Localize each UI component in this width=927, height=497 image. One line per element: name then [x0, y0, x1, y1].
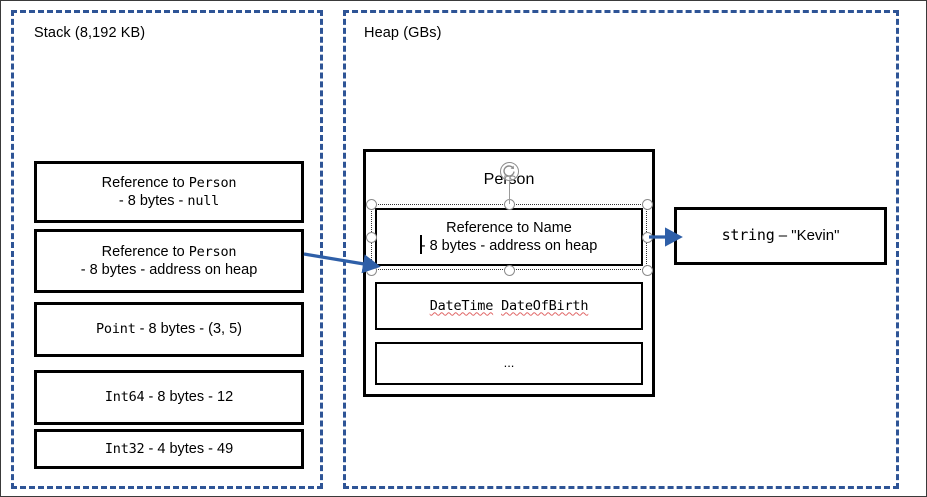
- heap-string-object[interactable]: string – "Kevin": [674, 207, 887, 265]
- heap-field-ellipsis-text: ...: [503, 355, 515, 371]
- text-null-value: null: [187, 193, 220, 209]
- stack-region-label: Stack (8,192 KB): [34, 25, 146, 41]
- stack-box-line-1: Int64 - 8 bytes - 12: [105, 388, 233, 406]
- selection-handle-top-left[interactable]: [365, 198, 377, 210]
- text-int64-type: Int64: [104, 389, 145, 406]
- selection-handle-bottom-center[interactable]: [503, 264, 515, 276]
- text-string-value: – "Kevin": [774, 227, 840, 245]
- heap-field-line-1: DateTime DateOfBirth: [430, 298, 589, 315]
- stack-box-point-value[interactable]: Point - 8 bytes - (3, 5): [34, 302, 304, 357]
- selection-handle-middle-right[interactable]: [641, 231, 653, 243]
- stack-box-line-1: Reference to Person: [102, 174, 237, 192]
- text-point-type: Point: [95, 321, 136, 338]
- heap-field-reference-to-name[interactable]: Reference to Name - 8 bytes - address on…: [375, 208, 643, 266]
- stack-box-line-1: Int32 - 4 bytes - 49: [105, 440, 233, 458]
- text-reference-to: Reference to: [101, 174, 189, 191]
- heap-field-datetime-dateofbirth[interactable]: DateTime DateOfBirth: [375, 282, 643, 330]
- stack-region: [11, 10, 323, 489]
- text-size-8-bytes: - 8 bytes -: [118, 193, 188, 209]
- stack-box-reference-to-person-null[interactable]: Reference to Person - 8 bytes - null: [34, 161, 304, 223]
- heap-region: [343, 10, 899, 489]
- stack-box-int64-value[interactable]: Int64 - 8 bytes - 12: [34, 370, 304, 425]
- text-point-detail: - 8 bytes - (3, 5): [135, 321, 242, 338]
- stack-box-line-2: - 8 bytes - address on heap: [80, 262, 258, 278]
- text-dateofbirth-name: DateOfBirth: [501, 297, 589, 314]
- heap-field-ellipsis[interactable]: ...: [375, 342, 643, 385]
- stack-box-int32-value[interactable]: Int32 - 4 bytes - 49: [34, 429, 304, 469]
- stack-box-line-2: - 8 bytes - null: [119, 192, 219, 210]
- selection-handle-middle-left[interactable]: [365, 231, 377, 243]
- rotation-handle-icon[interactable]: [499, 162, 519, 181]
- selection-handle-bottom-right[interactable]: [641, 264, 653, 276]
- text-datetime-type: DateTime: [429, 297, 494, 314]
- heap-region-label: Heap (GBs): [364, 25, 442, 41]
- stack-box-line-1: Reference to Person: [102, 243, 237, 261]
- text-reference-to: Reference to: [101, 243, 189, 260]
- heap-field-line-1: Reference to Name: [446, 219, 572, 236]
- heap-field-line-2: - 8 bytes - address on heap: [421, 237, 598, 255]
- text-string-type: string: [721, 226, 775, 245]
- text-int32-type: Int32: [104, 440, 145, 457]
- stack-box-line-1: Point - 8 bytes - (3, 5): [96, 320, 242, 338]
- rotation-handle-stem: [508, 179, 510, 204]
- text-before-caret: - 8: [420, 238, 438, 254]
- text-cursor-caret: [420, 235, 422, 254]
- selection-handle-top-right[interactable]: [641, 198, 653, 210]
- text-person-type: Person: [188, 174, 237, 191]
- stack-box-reference-to-person-address[interactable]: Reference to Person - 8 bytes - address …: [34, 229, 304, 293]
- text-person-type: Person: [188, 243, 237, 260]
- text-int32-detail: - 4 bytes - 49: [144, 440, 234, 457]
- text-after-caret: bytes - address on heap: [437, 238, 598, 254]
- selection-handle-bottom-left[interactable]: [365, 264, 377, 276]
- text-int64-detail: - 8 bytes - 12: [144, 389, 234, 406]
- heap-string-line-1: string – "Kevin": [722, 226, 840, 246]
